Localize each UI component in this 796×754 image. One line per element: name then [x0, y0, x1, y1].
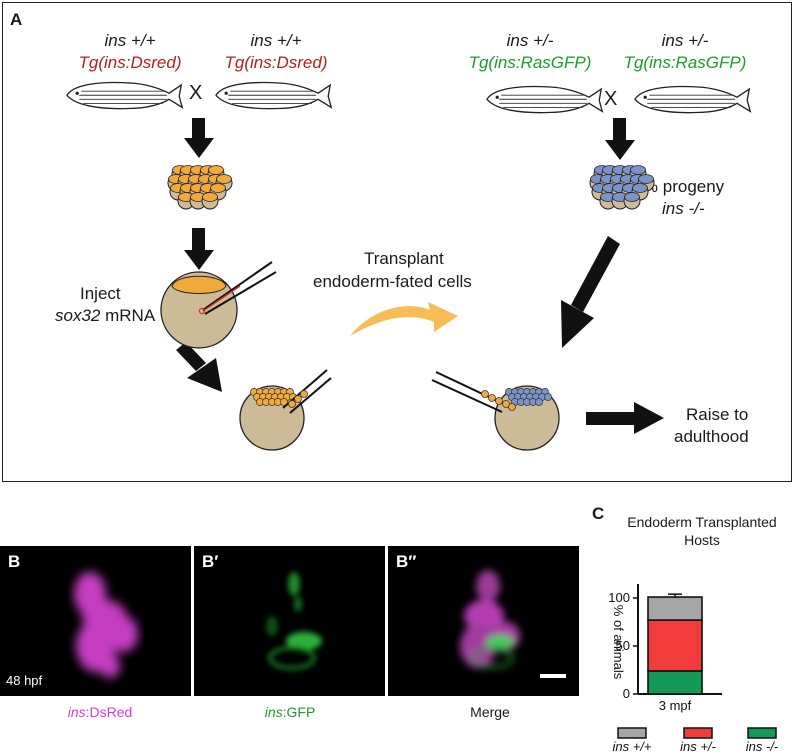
bars: [647, 593, 703, 695]
caption-dsred: ins:DsRed: [45, 704, 155, 720]
transplant-line2: endoderm-fated cells: [313, 272, 472, 291]
right-cross-symbol: X: [604, 88, 618, 110]
left-parent1-transgene: Tg(ins:Dsred): [78, 53, 182, 72]
right-parent1-transgene: Tg(ins:RasGFP): [468, 53, 592, 72]
caption-dsred-prefix: ins: [67, 704, 86, 720]
micrograph-dsred: B 48 hpf: [0, 546, 191, 696]
right-parent2-genotype: ins +/-: [661, 31, 709, 50]
gfp-signal: [266, 572, 322, 670]
y-tick-label: 50: [616, 638, 630, 653]
transplant-line1: Transplant: [364, 249, 444, 268]
left-parent1-genotype: ins +/+: [104, 31, 156, 50]
chart-title: Endoderm Transplanted Hosts: [627, 514, 777, 548]
embryo-icon: [623, 192, 641, 210]
arrow-diagonal-icon-right: [561, 236, 620, 348]
inject-line1: Inject: [80, 284, 121, 303]
merge-signal: [460, 570, 566, 678]
panel-a-frame: [2, 2, 792, 482]
micrograph-merge: B″: [388, 546, 579, 696]
fish-icon-left-1: [66, 81, 183, 110]
donor-embryo-transplant: [239, 369, 332, 451]
caption-gfp: ins:GFP: [240, 704, 340, 720]
raise-line2: adulthood: [674, 427, 749, 446]
left-parent1-label: ins +/+ Tg(ins:Dsred): [50, 30, 210, 74]
right-parent2-transgene: Tg(ins:RasGFP): [623, 53, 747, 72]
left-cross-symbol: X: [189, 82, 203, 104]
panel-label-a: A: [10, 10, 23, 29]
timepoint-label: 48 hpf: [6, 673, 43, 688]
embryo-icon: [177, 192, 195, 210]
donor-embryo-cluster: [167, 165, 233, 210]
inject-suffix: mRNA: [100, 306, 156, 325]
left-parent2-transgene: Tg(ins:Dsred): [224, 53, 328, 72]
bar-segment: [647, 596, 703, 621]
panel-label-c: C: [592, 504, 605, 523]
inject-line2: sox32 mRNA: [55, 305, 155, 327]
legend-label: ins -/-: [746, 739, 779, 754]
scale-bar: [540, 674, 566, 678]
stacked-bar-chart: % of animals 0 50 100 3 mpf ins +/+ ins +/-…: [608, 584, 779, 754]
y-axis-label: % of animals: [611, 605, 626, 680]
cell-icon: [544, 393, 552, 401]
raise-line1: Raise to: [686, 405, 749, 424]
caption-merge: Merge: [470, 704, 510, 720]
dsred-signal: [74, 572, 138, 678]
inject-gene: sox32: [55, 306, 101, 325]
arrow-right-icon: [586, 402, 664, 434]
host-embryo-transplant: [431, 371, 560, 451]
y-tick-label: 100: [608, 590, 630, 605]
legend-label: ins +/-: [680, 739, 716, 754]
arrow-down-icon-left-1: [184, 118, 214, 158]
right-parent2-label: ins +/- Tg(ins:RasGFP): [605, 30, 765, 74]
cell-icon: [535, 398, 543, 406]
x-category-label: 3 mpf: [659, 698, 692, 713]
fish-icon-right-1: [486, 85, 603, 114]
embryo-icon: [201, 192, 219, 210]
left-parent2-label: ins +/+ Tg(ins:Dsred): [196, 30, 356, 74]
cell-icon: [280, 398, 288, 406]
fish-icon-right-2: [634, 85, 751, 114]
legend: ins +/+ ins +/- ins -/-: [612, 727, 779, 754]
injection-embryo: [160, 261, 277, 349]
y-ticks: 0 50 100: [608, 590, 638, 701]
bar-segment: [647, 619, 703, 672]
transplant-arrow-icon: [350, 302, 458, 336]
left-parent2-genotype: ins +/+: [250, 31, 302, 50]
panel-label-b-double-prime: B″: [396, 552, 417, 571]
legend-swatch: [683, 727, 713, 739]
caption-gfp-prefix: ins: [264, 704, 283, 720]
host-embryo-cluster: [589, 165, 655, 210]
legend-label: ins +/+: [612, 739, 651, 754]
fish-icon-left-2: [215, 81, 332, 110]
embryo-icon: [611, 192, 629, 210]
right-parent1-label: ins +/- Tg(ins:RasGFP): [450, 30, 610, 74]
micrograph-gfp: B′: [194, 546, 385, 696]
caption-gfp-suffix: :GFP: [282, 704, 316, 720]
caption-dsred-suffix: :DsRed: [85, 704, 133, 720]
panel-label-b: B: [8, 552, 21, 571]
arrow-down-icon-right-1: [605, 118, 635, 160]
progeny-line2: ins -/-: [662, 199, 705, 218]
bar-segment: [647, 670, 703, 695]
y-tick-label: 0: [623, 686, 630, 701]
legend-swatch: [747, 727, 777, 739]
right-parent1-genotype: ins +/-: [506, 31, 554, 50]
legend-swatch: [617, 727, 647, 739]
panel-label-b-prime: B′: [202, 552, 219, 571]
arrow-down-icon-left-2: [184, 228, 214, 270]
panel-a-schematic: [66, 81, 751, 451]
arrow-diagonal-icon-left: [176, 342, 222, 392]
